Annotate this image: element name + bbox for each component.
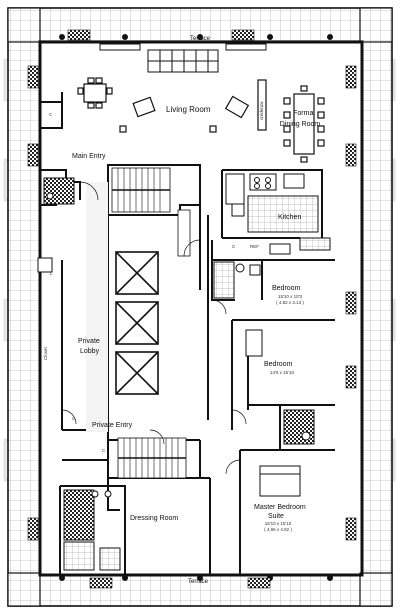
closet-c-4: C <box>102 448 106 453</box>
main-entry-label: Main Entry <box>72 153 106 160</box>
private-lobby-label-2: Lobby <box>80 348 100 355</box>
planters <box>27 29 357 589</box>
stairs <box>111 167 191 479</box>
formal-dining-label: Formal <box>293 110 315 117</box>
bedroom-2-dims: 14'6 x 15'10 <box>270 370 294 375</box>
master-suite-label-1: Master Bedroom <box>254 504 306 511</box>
bathroom-fixtures <box>37 177 315 571</box>
closet-c-2: C <box>232 244 236 249</box>
windows <box>99 43 267 73</box>
kitchen-fixtures <box>225 173 331 255</box>
closet-left-label: Closet <box>43 346 48 360</box>
linen-label: L <box>50 271 53 276</box>
dressing-room-label: Dressing Room <box>130 515 178 522</box>
living-room-label: Living Room <box>166 105 211 114</box>
credenza-label: credenza <box>259 101 264 120</box>
kitchen-label: Kitchen <box>278 214 301 221</box>
private-entry-label: Private Entry <box>92 422 133 429</box>
beds <box>245 329 301 497</box>
master-suite-dims-b: ( 4.96 x 4.82 ) <box>264 527 292 532</box>
ref-label: REF <box>250 244 259 249</box>
exterior-walls <box>38 40 364 577</box>
bedroom-1-dims-a: 15'10 x 10'3 <box>278 294 302 299</box>
closet-c-1: C <box>49 112 53 117</box>
closet-c-3: C <box>72 416 76 421</box>
bedroom-1-dims-b: ( 4.82 x 3.13 ) <box>276 300 304 305</box>
doors <box>61 181 247 475</box>
elevators <box>115 251 159 395</box>
corridors <box>86 182 108 432</box>
living-furniture <box>77 77 267 133</box>
master-suite-dims-a: 16'10 x 15'10 <box>265 521 292 526</box>
terrace-label-bottom: Terrace <box>188 579 209 585</box>
bedroom-1-label: Bedroom <box>272 285 301 292</box>
master-suite-label-2: Suite <box>268 513 284 520</box>
private-lobby-label-1: Private <box>78 338 100 345</box>
dining-table <box>283 85 325 163</box>
bedroom-2-label: Bedroom <box>264 361 293 368</box>
terrace-label-top: Terrace <box>190 36 211 42</box>
dining-room-label: Dining Room <box>280 121 321 128</box>
